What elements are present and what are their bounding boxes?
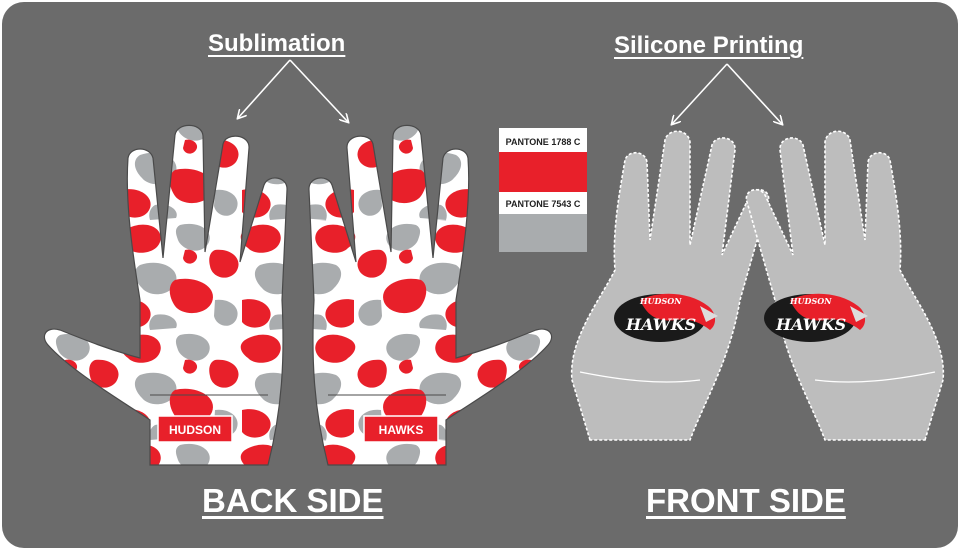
hudson-logo-text-left: HUDSON — [639, 296, 682, 306]
hawk-logo-right: HUDSON HAWKS — [764, 293, 868, 342]
hawk-logo-left: HUDSON HAWKS — [614, 293, 718, 342]
sublimation-heading: Sublimation — [208, 30, 346, 57]
back-glove-right — [308, 124, 553, 466]
pantone-swatch-card: PANTONE 1788 C PANTONE 7543 C — [499, 128, 587, 252]
hawks-cuff-label: HAWKS — [379, 423, 424, 437]
pantone-gray-label: PANTONE 7543 C — [505, 199, 581, 209]
arrow-front-left — [672, 63, 728, 124]
pantone-red-label: PANTONE 1788 C — [505, 137, 581, 147]
front-glove-right — [745, 130, 945, 441]
arrow-front-right — [726, 63, 782, 124]
back-side-heading: BACK SIDE — [202, 482, 384, 519]
front-side-heading: FRONT SIDE — [646, 482, 846, 519]
front-glove-left — [570, 130, 770, 441]
hudson-cuff-label: HUDSON — [169, 423, 221, 437]
arrow-left-glove — [238, 59, 291, 118]
pantone-red-swatch — [499, 152, 587, 192]
hawks-logo-text-right: HAWKS — [775, 315, 846, 334]
silicone-printing-heading: Silicone Printing — [614, 32, 804, 59]
hudson-logo-text-right: HUDSON — [789, 296, 832, 306]
back-glove-left: HUDSON — [43, 124, 288, 466]
hawks-logo-text-left: HAWKS — [625, 315, 696, 334]
pantone-gray-swatch — [499, 214, 587, 252]
arrow-right-glove — [289, 59, 348, 122]
